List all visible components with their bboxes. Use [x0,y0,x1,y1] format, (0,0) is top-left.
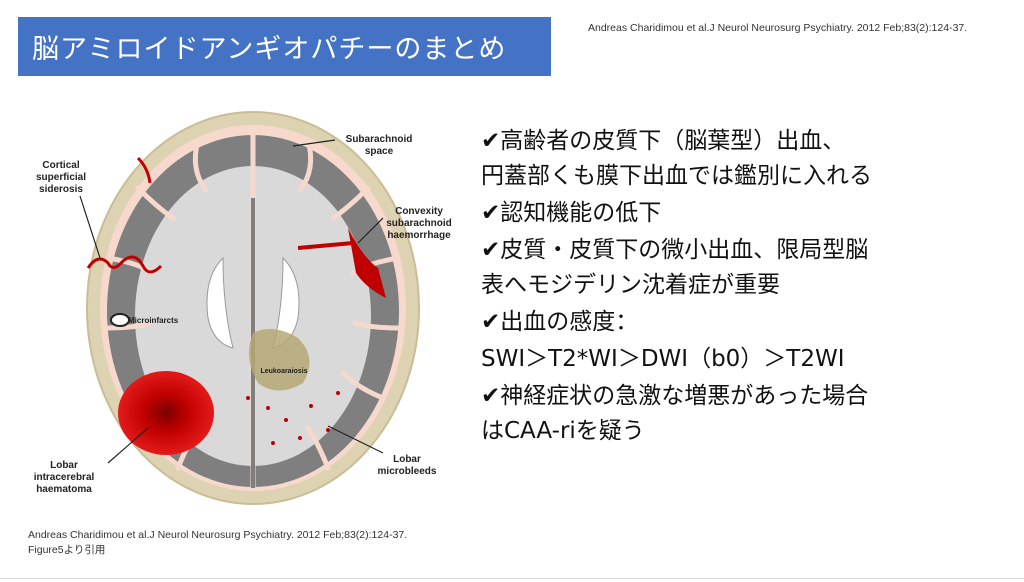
left-ventricle [206,256,234,349]
label-lobar-microbleeds: Lobar microbleeds [377,454,437,477]
convexity-sah-2 [297,241,354,250]
citation-top: Andreas Charidimou et al.J Neurol Neuros… [588,22,968,34]
bullet-line: はCAA-riを疑う [481,418,645,444]
siderosis-lesion [86,255,163,274]
label-leukoaraiosis: Leukoaraiosis [260,368,308,375]
slide-title: 脳アミロイドアンギオパチーのまとめ [32,34,507,65]
label-cortical-siderosis: Cortical superficial siderosis [35,160,87,195]
siderosis-lesion-2 [136,156,152,184]
bullet-line: SWI＞T2*WI＞DWI（b0）＞T2WI [481,346,845,372]
bullet-line: ✔高齢者の皮質下（脳葉型）出血、 [481,128,846,154]
bullet-line: ✔神経症状の急激な増悪があった場合 [481,383,869,409]
label-microinfarcts: Microinfarcts [128,316,179,325]
label-subarachnoid-space: Subarachnoid space [345,134,413,157]
bullet-line: ✔皮質・皮質下の微小出血、限局型脳 [481,237,869,263]
bottom-divider [0,578,1024,579]
citation-bottom-line2: Figure5より引用 [28,544,106,556]
label-lobar-haematoma: Lobar intracerebral haematoma [33,460,95,495]
convexity-sah [348,228,386,298]
bullet-line: ✔出血の感度： [481,309,639,335]
leukoaraiosis-area [249,329,310,391]
citation-bottom: Andreas Charidimou et al.J Neurol Neuros… [28,528,407,558]
microinfarct [110,313,130,327]
microbleeds [246,391,340,445]
label-convexity-sah: Convexity subarachnoid haemorrhage [386,206,452,241]
brain-illustration [79,111,420,505]
citation-bottom-line1: Andreas Charidimou et al.J Neurol Neuros… [28,529,408,541]
brain-diagram: Cortical superficial siderosis Subarachn… [28,108,468,518]
bullet-list: ✔高齢者の皮質下（脳葉型）出血、 円蓋部くも膜下出血では鑑別に入れる ✔認知機能… [481,124,1011,451]
callout-lines [79,139,384,464]
bullet-line: 円蓋部くも膜下出血では鑑別に入れる [481,163,872,189]
bullet-line: 表へモジデリン沈着症が重要 [481,272,780,298]
bullet-line: ✔認知機能の低下 [481,200,662,226]
title-banner: 脳アミロイドアンギオパチーのまとめ [18,17,551,76]
